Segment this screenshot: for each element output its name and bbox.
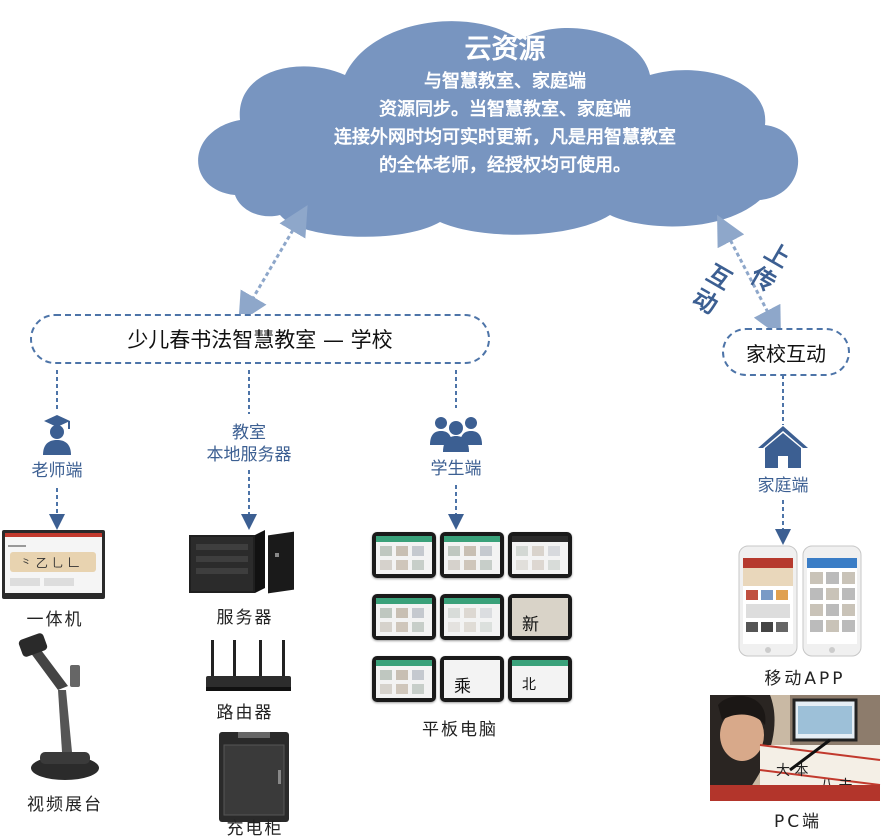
cabinet-device bbox=[219, 732, 289, 822]
mobile-app-label: 移动APP bbox=[764, 669, 846, 689]
teacher-label: 老师端 bbox=[31, 461, 83, 481]
tablet-8: 乘 bbox=[440, 656, 504, 702]
router-label: 路由器 bbox=[216, 703, 274, 723]
tablet-2 bbox=[440, 532, 504, 578]
tablet-char-1: 新 bbox=[522, 615, 539, 635]
cloud-text-block: 云资源 与智慧教室、家庭端 资源同步。当智慧教室、家庭端 连接外网时均可实时更新… bbox=[240, 32, 770, 180]
pc-label: PC端 bbox=[773, 812, 823, 832]
tablet-char-2: 乘 bbox=[454, 677, 471, 697]
home-link-label: 家校互动 bbox=[746, 341, 826, 366]
home-link-node: 家校互动 bbox=[722, 328, 850, 376]
school-node: 少儿春书法智慧教室 — 学校 bbox=[30, 314, 490, 364]
cloud-school-arrow bbox=[238, 205, 308, 323]
server-node-label: 教室 本地服务器 bbox=[206, 423, 292, 465]
server-device bbox=[189, 530, 294, 594]
server-label: 服务器 bbox=[216, 608, 274, 628]
teacher-icon bbox=[43, 415, 71, 455]
svg-text:⺀ 乙 乚 𠃊: ⺀ 乙 乚 𠃊 bbox=[20, 556, 79, 570]
students-icon bbox=[430, 417, 482, 452]
tablet-1 bbox=[372, 532, 436, 578]
cloud-line-1: 与智慧教室、家庭端 bbox=[424, 71, 586, 92]
cloud-line-4: 的全体老师，经授权均可使用。 bbox=[379, 155, 631, 176]
tablet-7 bbox=[372, 656, 436, 702]
tablet-4 bbox=[372, 594, 436, 640]
tablet-5 bbox=[440, 594, 504, 640]
mobile-phone-2 bbox=[802, 545, 862, 657]
family-label: 家庭端 bbox=[757, 476, 809, 496]
student-label: 学生端 bbox=[430, 459, 482, 479]
router-device bbox=[206, 640, 291, 691]
cloud-line-2: 资源同步。当智慧教室、家庭端 bbox=[379, 99, 631, 120]
tablet-6: 新 bbox=[508, 594, 572, 640]
allinone-label: 一体机 bbox=[26, 610, 84, 630]
svg-text:大 本: 大 本 bbox=[776, 763, 808, 779]
school-label: 少儿春书法智慧教室 — 学校 bbox=[127, 328, 393, 352]
pc-photo: 大 本 八 未 bbox=[710, 695, 881, 801]
tablet-label: 平板电脑 bbox=[422, 720, 498, 740]
allinone-device: ⺀ 乙 乚 𠃊 bbox=[2, 530, 105, 599]
tablet-9: 北 bbox=[508, 656, 572, 702]
house-icon bbox=[758, 426, 808, 468]
cloud-shape bbox=[198, 21, 799, 237]
mobile-phone-1 bbox=[738, 545, 798, 657]
tablet-3 bbox=[508, 532, 572, 578]
visualizer-device bbox=[18, 633, 99, 780]
tablet-char-3: 北 bbox=[522, 677, 536, 693]
cabinet-label: 充电柜 bbox=[226, 819, 284, 839]
cloud-title: 云资源 bbox=[464, 34, 546, 65]
visualizer-label: 视频展台 bbox=[27, 795, 103, 815]
cloud-line-3: 连接外网时均可实时更新，凡是用智慧教室 bbox=[334, 127, 676, 148]
